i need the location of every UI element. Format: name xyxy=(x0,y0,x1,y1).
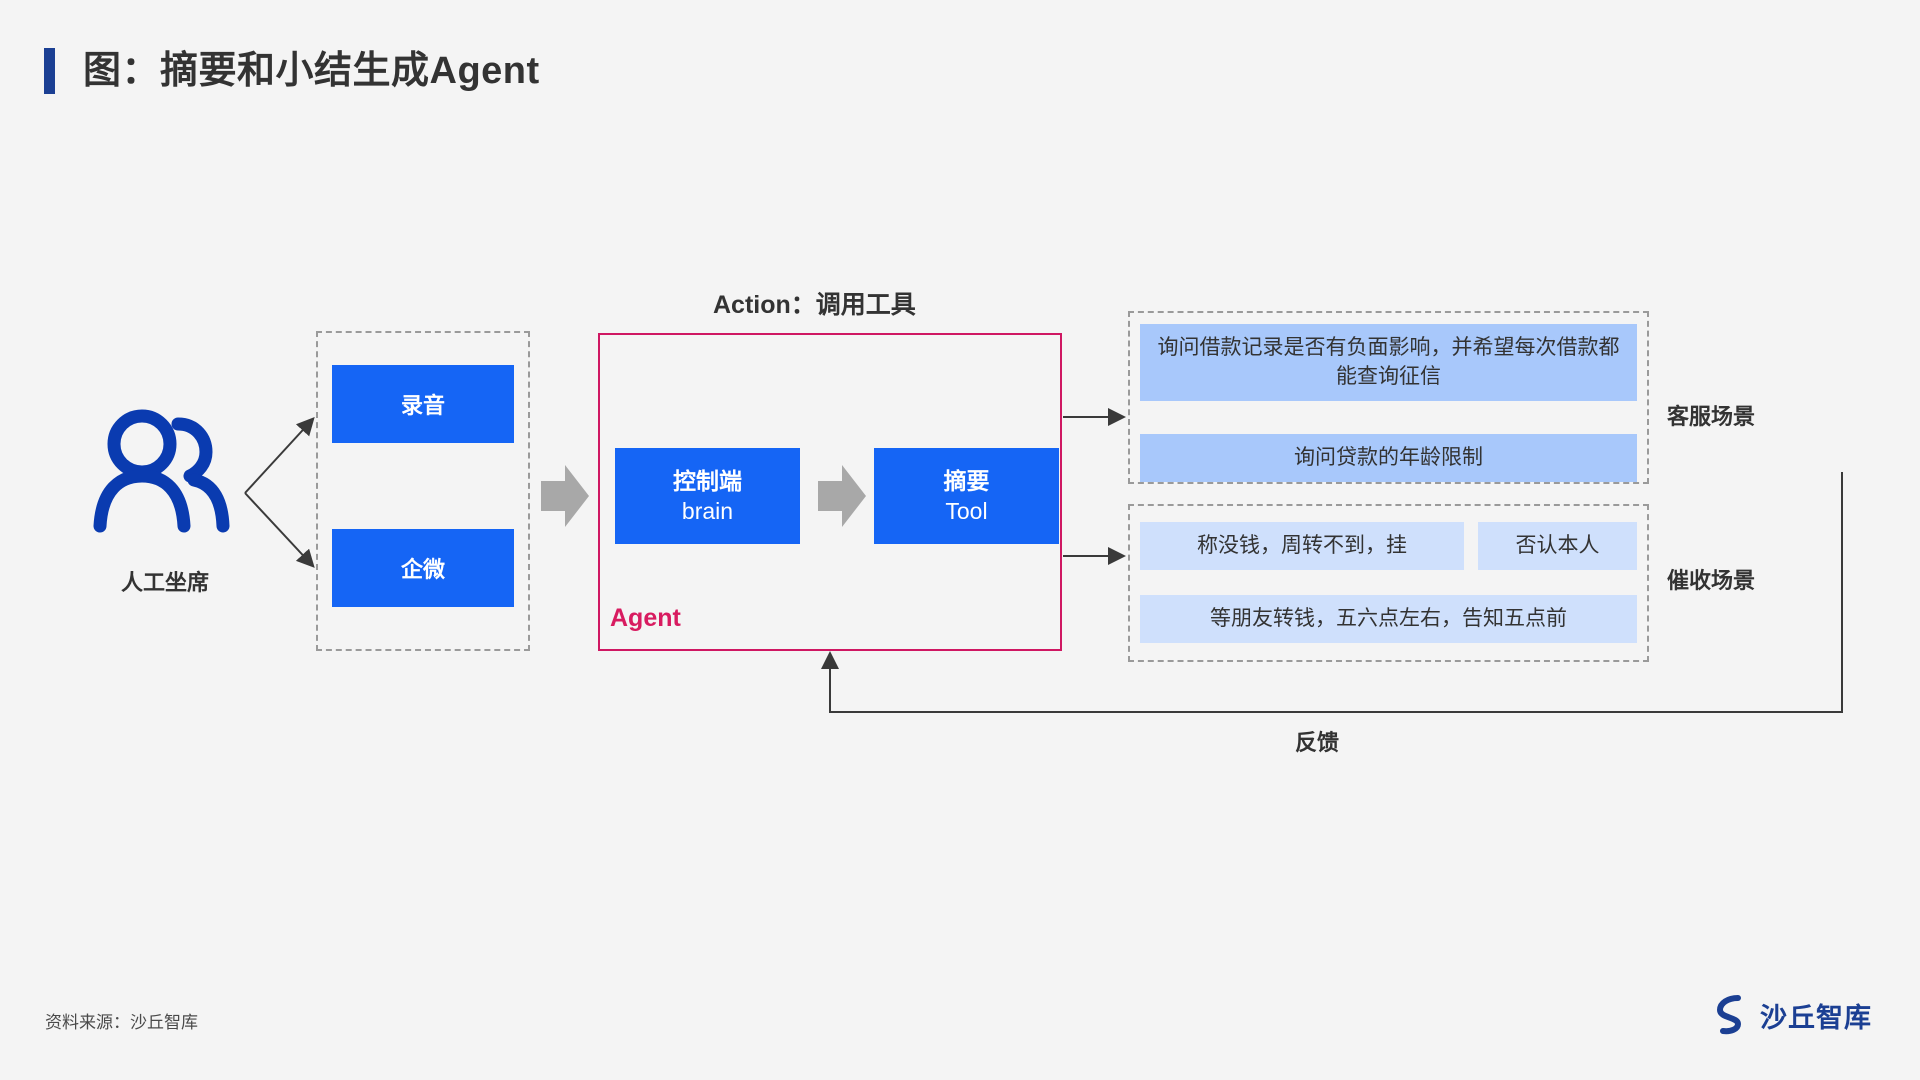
output-row-cuishou-2[interactable]: 等朋友转钱，五六点左右，告知五点前 xyxy=(1140,595,1637,643)
output-row-cuishou-1b-text: 否认本人 xyxy=(1515,533,1600,557)
shaqiu-logo-icon xyxy=(1716,995,1742,1035)
connector-actor-to-channels xyxy=(244,417,315,568)
output-row-kefu-2-text: 询问贷款的年龄限制 xyxy=(1294,445,1483,469)
block-arrow-brain-to-tool xyxy=(818,463,866,534)
block-arrow-to-agent xyxy=(541,463,589,534)
brand-logo: 沙丘智库 xyxy=(1714,995,1872,1035)
output-row-cuishou-2-text: 等朋友转钱，五六点左右，告知五点前 xyxy=(1210,606,1567,630)
node-summary-tool-line2: Tool xyxy=(945,498,988,524)
action-label: Action：调用工具 xyxy=(713,291,916,319)
scene-label-cuishou: 催收场景 xyxy=(1667,568,1756,593)
actor-label: 人工坐席 xyxy=(120,570,209,595)
output-row-cuishou-1a[interactable]: 称没钱，周转不到，挂 xyxy=(1140,522,1464,570)
output-row-kefu-2[interactable]: 询问贷款的年龄限制 xyxy=(1140,434,1637,482)
channel-box-recording[interactable]: 录音 xyxy=(332,365,514,443)
output-row-kefu-1-text: 询问借款记录是否有负面影响，并希望每次借款都能查询征信 xyxy=(1157,335,1620,388)
channel-box-recording-label: 录音 xyxy=(400,393,445,418)
source-note: 资料来源：沙丘智库 xyxy=(45,1013,198,1032)
agent-frame-label: Agent xyxy=(610,604,681,632)
node-brain-line1: 控制端 xyxy=(673,467,742,494)
channel-box-qiwei[interactable]: 企微 xyxy=(332,529,514,607)
channel-box-qiwei-label: 企微 xyxy=(400,557,445,582)
output-row-kefu-1[interactable]: 询问借款记录是否有负面影响，并希望每次借款都能查询征信 xyxy=(1140,324,1637,401)
node-summary-tool-line1: 摘要 xyxy=(943,467,990,494)
scene-label-kefu: 客服场景 xyxy=(1667,404,1756,429)
brand-name: 沙丘智库 xyxy=(1760,1002,1872,1033)
title-text: 图：摘要和小结生成Agent xyxy=(83,50,540,92)
node-brain[interactable]: 控制端 brain xyxy=(615,448,800,544)
node-brain-line2: brain xyxy=(681,498,734,524)
channel-group-frame xyxy=(316,331,530,651)
two-people-icon xyxy=(92,408,232,533)
output-row-cuishou-1b[interactable]: 否认本人 xyxy=(1478,522,1637,570)
node-summary-tool[interactable]: 摘要 Tool xyxy=(874,448,1059,544)
feedback-label: 反馈 xyxy=(1295,730,1340,755)
page-title: 图：摘要和小结生成Agent xyxy=(44,48,540,94)
title-accent-bar xyxy=(44,48,55,94)
output-row-cuishou-1a-text: 称没钱，周转不到，挂 xyxy=(1197,533,1407,557)
